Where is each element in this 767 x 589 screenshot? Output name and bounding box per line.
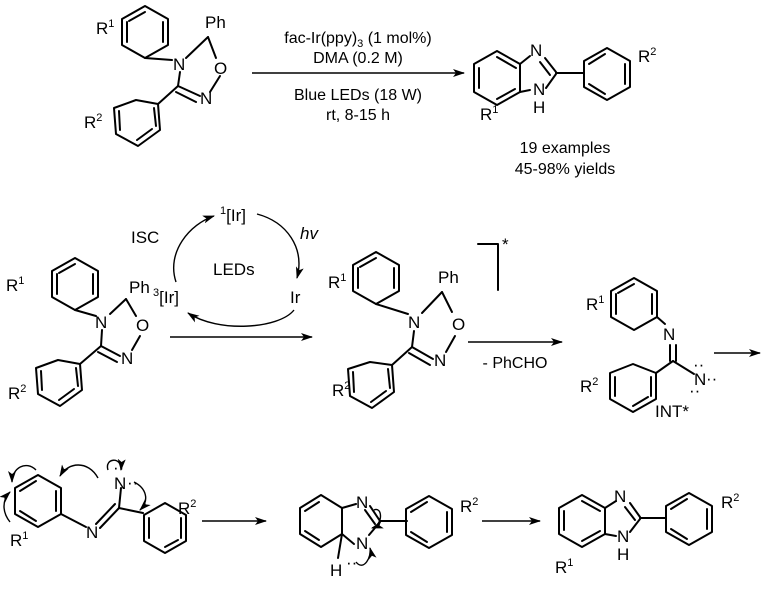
- starting-oxadiazoline-top: R1 N O N Ph R2: [84, 5, 227, 147]
- cyclization-intermediate: R1 N N ·· ·· R2: [0, 458, 196, 554]
- n1-atom: N: [617, 527, 629, 546]
- ph-label: Ph: [438, 268, 459, 287]
- n2-atom: N: [121, 349, 133, 368]
- yield-range: 45-98% yields: [515, 161, 616, 178]
- byproduct-label: - PhCHO: [483, 355, 548, 372]
- quench-arrow: [187, 309, 295, 327]
- r2-label: R2: [638, 46, 656, 66]
- n4-atom: N: [173, 55, 185, 74]
- n4-atom: N: [408, 313, 420, 332]
- o-atom: O: [214, 59, 227, 78]
- electron-arrow-1: [106, 458, 126, 471]
- benzimidazole-product-final: N N H R1 R2: [555, 487, 739, 577]
- leds-label: LEDs: [213, 260, 255, 279]
- hv-label: hv: [300, 224, 319, 243]
- migrating-h: H: [330, 561, 342, 580]
- scope-summary: 19 examples 45-98% yields: [515, 140, 616, 178]
- temp-time-text: rt, 8-15 h: [326, 107, 390, 124]
- r1-label: R1: [96, 18, 114, 38]
- n1-atom: N: [356, 534, 368, 553]
- n3-atom: N: [356, 493, 368, 512]
- r1-label: R1: [480, 104, 498, 124]
- nh-hydrogen: H: [617, 545, 629, 564]
- r2-label: R2: [721, 492, 739, 512]
- r2-label: R2: [178, 498, 196, 518]
- n4-atom: N: [95, 313, 107, 332]
- n2-atom: N: [200, 89, 212, 108]
- r1-label: R1: [6, 275, 24, 295]
- r1-label: R1: [586, 294, 604, 314]
- n3-atom: N: [614, 487, 626, 506]
- c-aryl-ring: [113, 99, 161, 147]
- reaction-conditions: fac-Ir(ppy)3 (1 mol%) DMA (0.2 M) Blue L…: [284, 30, 431, 124]
- n2-atom: N: [434, 351, 446, 370]
- r2-label: R2: [8, 383, 26, 403]
- nitrene-lone-pair-bottom: ··: [689, 381, 700, 400]
- excited-state-bracket: [477, 243, 499, 291]
- imine-n-atom: N: [86, 523, 98, 542]
- solvent-text: DMA (0.2 M): [313, 50, 403, 67]
- o-atom: O: [452, 315, 465, 334]
- starting-oxadiazoline-cycle: R1 N O N R2: [6, 257, 149, 407]
- n3-atom: N: [530, 41, 542, 60]
- ph-label: Ph: [129, 278, 150, 297]
- r2-label: R2: [332, 380, 350, 400]
- int-label: INT*: [655, 402, 689, 421]
- ph-label: Ph: [205, 13, 226, 32]
- ground-ir: Ir: [290, 288, 301, 307]
- electron-arrow-3: [8, 464, 37, 483]
- r1-label: R1: [328, 272, 346, 292]
- n-aryl-ring: [121, 5, 169, 59]
- electron-arrow-4: [0, 491, 11, 523]
- nitrene-lone-pair-top: ··: [693, 355, 704, 374]
- nitrene-n-atom: N: [694, 370, 706, 389]
- electron-arrow-7: [371, 508, 384, 529]
- singlet-ir: 1[Ir]: [220, 205, 246, 225]
- o-atom: O: [136, 316, 149, 335]
- nitrene-intermediate: R1 N N ·· ·· ·· R2 INT*: [580, 277, 717, 421]
- r2-label: R2: [460, 496, 478, 516]
- electron-arrow-5: [133, 481, 151, 511]
- n-lone-pair: ··: [346, 553, 357, 572]
- nitrene-n-atom: N: [114, 474, 126, 493]
- nh-hydrogen: H: [533, 98, 545, 117]
- excited-state-star: *: [502, 235, 509, 254]
- n1-atom: N: [533, 80, 545, 99]
- nitrene-lone-pair-right: ··: [127, 473, 138, 492]
- isc-label: ISC: [131, 228, 159, 247]
- electron-arrow-2: [59, 464, 99, 479]
- excited-oxadiazoline: R1 N O N Ph R2 *: [328, 235, 509, 409]
- r1-label: R1: [555, 557, 573, 577]
- light-text: Blue LEDs (18 W): [294, 87, 422, 104]
- excitation-arrow: [256, 213, 304, 279]
- dearomatized-benzimidazoline: N N H ·· R2: [299, 493, 478, 580]
- isc-arrow: [173, 215, 215, 283]
- triplet-ir: 3[Ir]: [153, 287, 179, 307]
- examples-count: 19 examples: [520, 140, 611, 157]
- catalyst-text: fac-Ir(ppy)3 (1 mol%): [284, 30, 431, 50]
- iridium-catalytic-cycle: Ph 3[Ir] 1[Ir] Ir ISC LEDs hv: [129, 205, 319, 327]
- r1-label: R1: [10, 530, 28, 550]
- nitrene-lone-pair-right: ··: [706, 369, 717, 388]
- r2-label: R2: [84, 112, 102, 132]
- electron-arrow-6: [355, 547, 377, 566]
- imine-n-atom: N: [663, 325, 675, 344]
- r2-label: R2: [580, 376, 598, 396]
- benzimidazole-product-top: N N H R1 R2: [473, 41, 656, 124]
